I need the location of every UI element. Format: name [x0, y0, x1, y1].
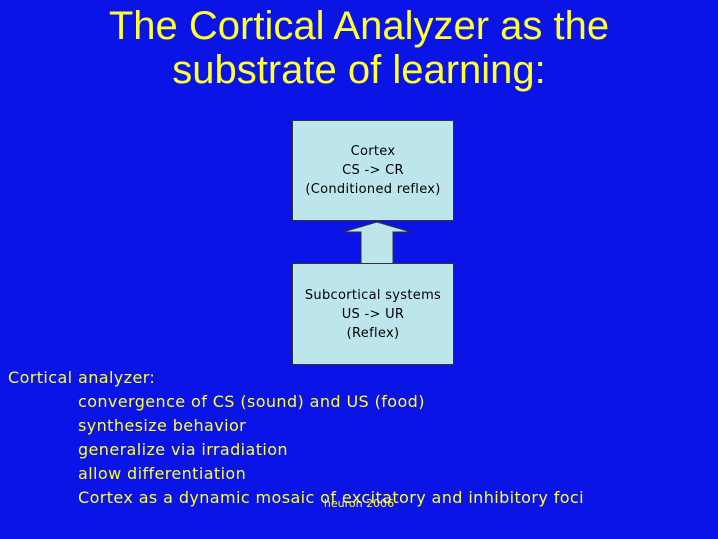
cortex-box-label: Cortex — [350, 144, 396, 159]
notes-item: synthesize behavior — [78, 416, 247, 435]
notes-item: generalize via irradiation — [78, 440, 288, 459]
slide-title: The Cortical Analyzer as the substrate o… — [0, 4, 718, 92]
notes-item: allow differentiation — [78, 464, 247, 483]
up-arrow-shape — [343, 222, 411, 264]
subcortical-box-description: (Reflex) — [346, 325, 400, 341]
cortex-box-relation: CS -> CR — [342, 163, 404, 178]
notes-item: convergence of CS (sound) and US (food) — [78, 392, 425, 411]
up-arrow — [343, 222, 411, 264]
notes-item: Cortex as a dynamic mosaic of excitatory… — [78, 488, 584, 507]
subcortical-box-label: Subcortical systems — [304, 287, 442, 303]
footer-credit: heuron 2006 — [323, 497, 395, 510]
cortex-box: Cortex CS -> CR (Conditioned reflex) — [292, 120, 454, 221]
title-line-2: substrate of learning: — [172, 48, 546, 92]
title-line-1: The Cortical Analyzer as the — [108, 4, 610, 48]
notes-heading: Cortical analyzer: — [8, 368, 156, 387]
cortex-box-description: (Conditioned reflex) — [305, 182, 441, 197]
subcortical-box: Subcortical systems US -> UR (Reflex) — [292, 263, 454, 365]
subcortical-box-relation: US -> UR — [341, 306, 405, 322]
notes-list: Cortical analyzer: convergence of CS (so… — [8, 366, 584, 510]
